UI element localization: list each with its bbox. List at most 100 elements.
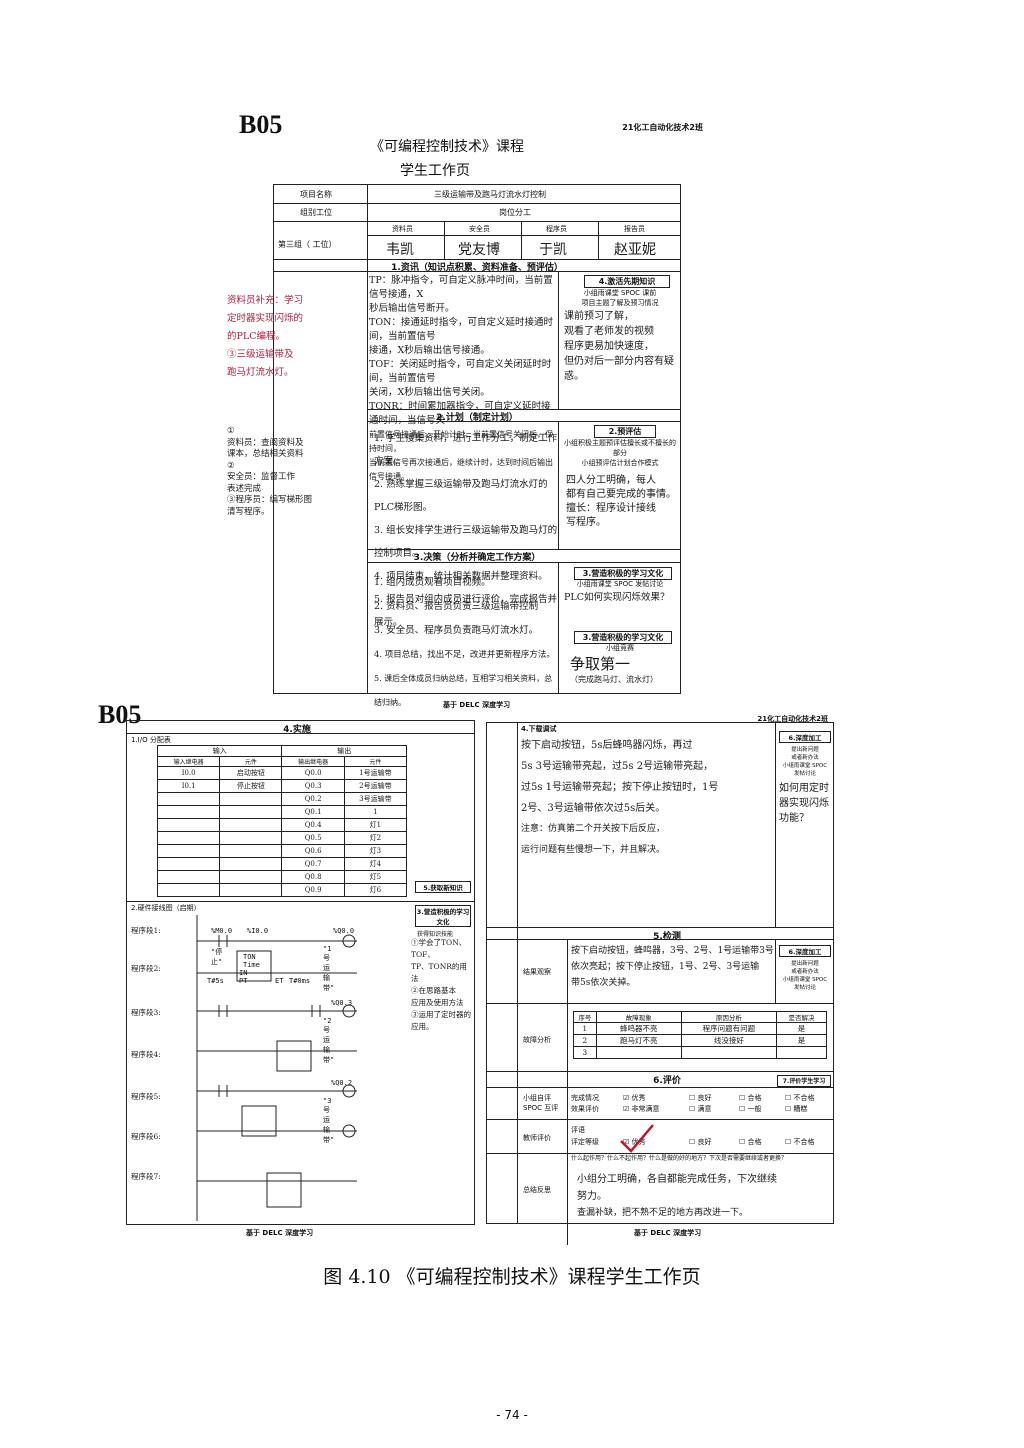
fault-cell: 1	[573, 1022, 597, 1035]
io-cell: Q0.4	[281, 818, 345, 832]
section-2-right-notes: 四人分工明确，每人都有自己要完成的事情。擅长：程序设计接线写程序。	[566, 475, 676, 528]
io-input-header: 输入	[156, 745, 283, 757]
fault-cell	[595, 1046, 682, 1059]
sheet-code: B05	[239, 110, 283, 139]
io-cell	[156, 883, 221, 897]
right-footer: 基于 DELC 深度学习	[634, 1229, 702, 1237]
worksheet-subtitle: 学生工作页	[400, 163, 470, 179]
io-output-header: 输出	[281, 745, 407, 757]
fault-cell: 2	[573, 1034, 597, 1047]
io-col: 输出继电器	[281, 756, 345, 767]
io-cell: I0.1	[156, 779, 221, 793]
deep-process-sub-1: 提出新问题 或者新办法 小组雨课堂 SPOC 发帖讨论	[782, 747, 828, 777]
section-2-title: 2.计划（制定计划）	[436, 413, 518, 423]
io-cell: 3号运输带	[343, 792, 408, 806]
io-cell: 1	[343, 805, 408, 819]
io-cell: I0.0	[156, 766, 221, 780]
section-1-right-notes: 课前预习了解，观看了老师发的视频程序更易加快速度，但仍对后一部分内容有疑惑。	[564, 311, 674, 382]
course-title: 《可编程控制技术》课程	[370, 139, 524, 155]
io-cell	[219, 857, 283, 871]
project-name-value: 三级运输带及跑马灯流水灯控制	[434, 190, 546, 199]
io-cell	[219, 818, 283, 832]
deep-process-question: 如何用定时器实现闪烁功能？	[779, 783, 829, 824]
io-table-label: 1.I/O 分配表	[131, 736, 171, 744]
summary-notes: 小组分工明确，各自都能完成任务，下次继续努力。查漏补缺，把不熟不足的地方再改进一…	[577, 1174, 777, 1218]
io-col: 元件	[343, 756, 408, 767]
role-0: 资料员	[392, 225, 413, 233]
figure-caption: 图 4.10 《可编程控制技术》课程学生工作页	[323, 1266, 701, 1288]
deep-process-sub-2: 提出新问题 或者新办法 小组雨课堂 SPOC 发帖讨论	[782, 961, 828, 991]
io-cell: 灯1	[343, 818, 408, 832]
ladder-diagram	[196, 915, 357, 1221]
io-cell: 2号运输带	[343, 779, 408, 793]
io-cell: Q0.7	[281, 857, 345, 871]
debug-title: 4.下载调试	[521, 725, 557, 733]
class-label: 21化工自动化技术2班	[622, 123, 703, 132]
teacher-eval-label: 教师评价	[523, 1134, 551, 1142]
io-cell: 启动按钮	[219, 766, 283, 780]
io-cell	[219, 870, 283, 884]
io-cell: Q0.3	[281, 779, 345, 793]
learning-culture-tag: 3.营造积极的学习文化	[415, 905, 471, 927]
fault-col: 序号	[573, 1011, 597, 1023]
pre-assess-sub: 小组积极主题预评估擅长或不擅长的部分 小组预评估计划合作模式	[564, 439, 676, 467]
io-cell: 灯3	[343, 844, 408, 858]
io-col: 元件	[219, 756, 283, 767]
implementation-title: 4.实施	[283, 725, 311, 735]
io-cell	[156, 857, 221, 871]
io-cell: 灯4	[343, 857, 408, 871]
summary-question: 什么起作用？什么不起作用？什么是做的好的地方？下次是否需要继续或者更换？	[571, 1155, 788, 1162]
fault-cell: 是	[775, 1034, 828, 1047]
activate-knowledge-sub: 小组雨课堂 SPOC 课前 项目主题了解及预习情况	[581, 289, 659, 307]
role-name-2: 于凯	[539, 242, 567, 258]
knowledge-sub: 获得知识技能	[417, 931, 454, 938]
io-cell	[156, 831, 221, 845]
fault-row: 3	[573, 1046, 828, 1059]
evaluation-title: 6.评价	[653, 1076, 681, 1086]
section-2-plan: 1. 学生搜集资料，进行工作分工，制定工作方案。2. 熟练掌握三级运输带及跑马灯…	[374, 433, 558, 628]
io-cell	[219, 805, 283, 819]
io-cell: 停止按钮	[219, 779, 283, 793]
fault-col: 是否解决	[775, 1011, 828, 1023]
competition-goal: 争取第一 （完成跑马灯、流水灯）	[570, 655, 658, 684]
fault-cell: 是	[775, 1022, 828, 1035]
summary-label: 总结反思	[523, 1186, 551, 1194]
io-cell: 灯5	[343, 870, 408, 884]
io-cell: 灯2	[343, 831, 408, 845]
red-margin-note: 资料员补充：学习定时器实现闪烁的的PLC编程。③三级运输带及跑马灯流水灯。	[227, 295, 304, 378]
fault-cell	[775, 1046, 828, 1059]
learning-culture-tag-1: 3.营造积极的学习文化	[574, 567, 672, 580]
activate-knowledge-tag: 4.激活先期知识	[584, 275, 670, 288]
self-eval-label: 小组自评 SPOC 互评	[523, 1094, 559, 1112]
inspection-title: 5.检测	[653, 932, 681, 942]
io-cell: 灯6	[343, 883, 408, 897]
teacher-eval-row: 评语 评定等级 ☑ 优秀 ☐ 良好 ☐ 合格 ☐ 不合格	[571, 1126, 815, 1146]
deep-process-tag-2: 6.深度加工	[779, 945, 831, 957]
fault-col: 原因分析	[680, 1011, 777, 1023]
io-cell: Q0.2	[281, 792, 345, 806]
pre-assess-tag: 2.预评估	[594, 425, 656, 438]
implementation-frame: 4.实施 1.I/O 分配表 输入 输出 输入继电器 元件 输出继电器 元件 I…	[126, 720, 475, 1225]
io-col: 输入继电器	[156, 756, 221, 767]
role-1: 安全员	[469, 225, 490, 233]
top-sheet: B05 21化工自动化技术2班 《可编程控制技术》课程 学生工作页 项目名称 三…	[225, 108, 725, 709]
evaluate-learning-tag: 7.评价学生学习	[777, 1075, 831, 1087]
io-cell	[219, 844, 283, 858]
red-check-mark	[620, 1124, 654, 1153]
page-number: - 74 -	[496, 1408, 528, 1422]
learning-culture-sub-2: 小组竞赛	[606, 644, 634, 652]
io-cell: Q0.9	[281, 883, 345, 897]
io-cell	[156, 792, 221, 806]
